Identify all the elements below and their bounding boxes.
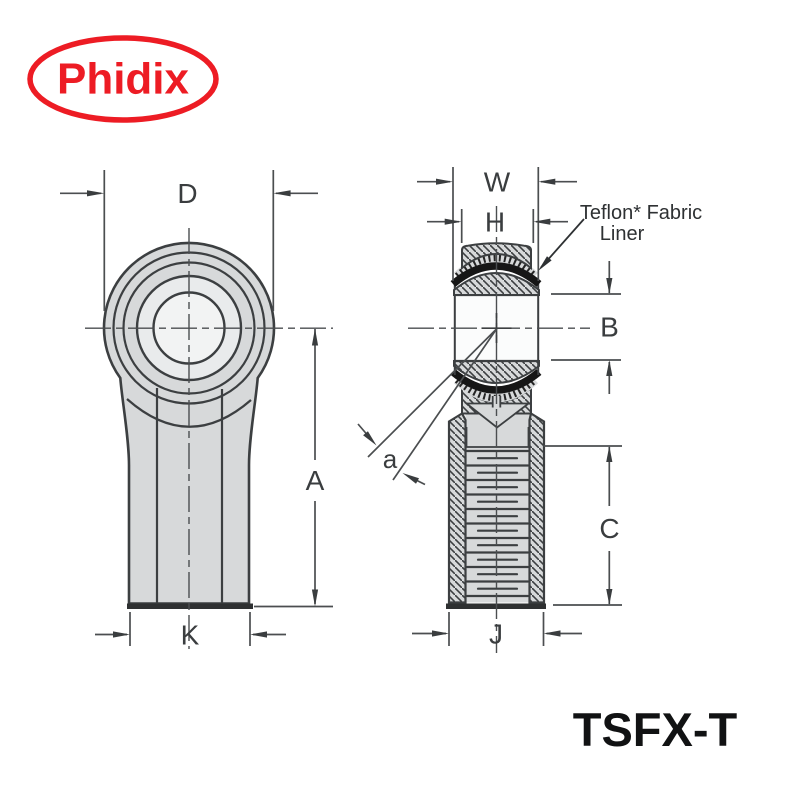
front-neck-swage-arc — [126, 398, 252, 428]
phidix-logo: Phidix — [27, 35, 219, 123]
liner-annotation: Teflon* Fabric Liner — [538, 202, 702, 271]
dim-label-a: a — [383, 444, 398, 474]
section-housing-top — [461, 242, 532, 271]
section-view-dimensions: W H B C J a — [357, 167, 622, 650]
front-view-dimensions: D A K — [60, 170, 333, 651]
front-base-band — [127, 603, 253, 609]
dim-label-H: H — [485, 207, 505, 238]
front-shank-lines — [155, 388, 224, 603]
liner-note-line1: Teflon* Fabric — [580, 202, 702, 224]
section-wall-left — [447, 411, 467, 604]
section-thread-lines — [465, 449, 530, 598]
liner-leader-arrowhead-icon — [538, 256, 552, 271]
dim-label-D: D — [177, 178, 197, 209]
dim-label-W: W — [484, 167, 511, 198]
logo-ellipse-icon — [27, 35, 219, 123]
section-wall-right — [528, 411, 546, 604]
section-center-cross — [481, 313, 512, 343]
logo-text: Phidix — [57, 55, 190, 104]
dim-label-J: J — [489, 619, 503, 650]
dim-J: J — [412, 612, 582, 650]
dim-label-K: K — [181, 620, 200, 651]
liner-note-line2: Liner — [600, 223, 645, 245]
front-centerlines — [85, 228, 333, 649]
dim-C: C — [543, 445, 622, 606]
dim-H: H — [427, 207, 568, 243]
dim-angle-a: a — [357, 328, 498, 486]
dim-D: D — [60, 170, 318, 311]
front-view — [85, 228, 333, 649]
dim-label-B: B — [600, 312, 619, 343]
section-view — [408, 206, 590, 653]
dim-W: W — [417, 167, 577, 281]
dim-label-A: A — [306, 465, 325, 496]
dim-B: B — [551, 261, 621, 394]
section-counterbore — [466, 427, 529, 447]
section-lube-slot-sides — [491, 396, 502, 408]
dim-K: K — [95, 612, 286, 651]
dim-A: A — [254, 328, 333, 608]
part-number-title: TSFX-T — [573, 703, 738, 756]
dim-label-C: C — [599, 513, 619, 544]
